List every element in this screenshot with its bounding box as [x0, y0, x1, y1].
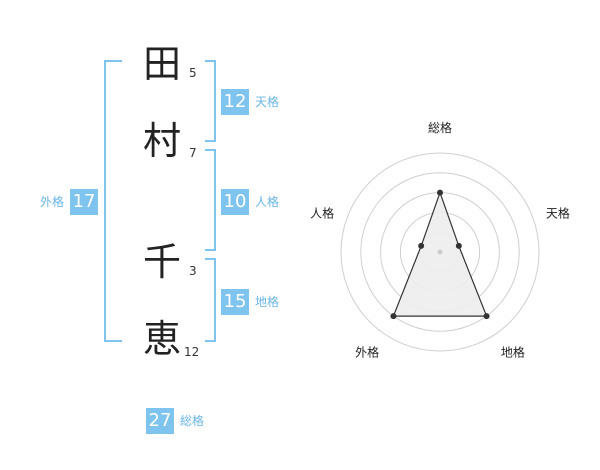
radar-point-1 — [437, 189, 443, 196]
tenkaku-label: 天格 — [255, 95, 280, 109]
jinkaku-label: 人格 — [255, 195, 280, 209]
radar-point-5 — [418, 242, 425, 249]
gaikaku-label: 外格 — [40, 195, 65, 209]
radar-point-3 — [483, 313, 490, 320]
radar-center-point — [437, 249, 443, 255]
radar-axis-label-2: 天格 — [546, 206, 570, 221]
stroke-count-3: 3 — [189, 264, 197, 278]
name-char-4: 恵 — [143, 317, 182, 361]
jinkaku-value: 10 — [221, 189, 249, 215]
tenkaku-value: 12 — [221, 89, 249, 115]
name-char-3: 千 — [143, 240, 182, 284]
radar-ring-4 — [360, 172, 520, 332]
chikaku-badge: 15 地格 — [221, 289, 279, 315]
stroke-count-2: 7 — [189, 146, 197, 160]
tenkaku-bracket — [205, 60, 216, 142]
radar-axis-label-3: 地格 — [501, 344, 525, 359]
soukaku-label: 総格 — [180, 414, 205, 428]
soukaku-badge: 27 総格 — [146, 408, 204, 434]
radar-axis-label-4: 外格 — [355, 344, 379, 359]
jinkaku-badge: 10 人格 — [221, 189, 279, 215]
name-char-1: 田 — [143, 42, 182, 86]
chikaku-bracket — [205, 258, 216, 342]
stroke-count-4: 12 — [184, 345, 200, 359]
radar-axis-label-1: 総格 — [428, 120, 452, 135]
chikaku-label: 地格 — [255, 295, 280, 309]
gaikaku-bracket — [104, 60, 122, 342]
gaikaku-badge: 17 外格 — [40, 189, 99, 215]
tenkaku-badge: 12 天格 — [221, 89, 279, 115]
chikaku-value: 15 — [221, 289, 249, 315]
stroke-count-1: 5 — [189, 66, 197, 80]
soukaku-value: 27 — [146, 408, 174, 434]
radar-point-2 — [455, 242, 462, 249]
gaikaku-value: 17 — [70, 189, 99, 215]
jinkaku-bracket — [205, 149, 216, 251]
radar-point-4 — [390, 313, 397, 320]
radar-axis-label-5: 人格 — [310, 206, 334, 221]
name-char-2: 村 — [143, 119, 182, 163]
radar-ring-5 — [340, 152, 540, 352]
